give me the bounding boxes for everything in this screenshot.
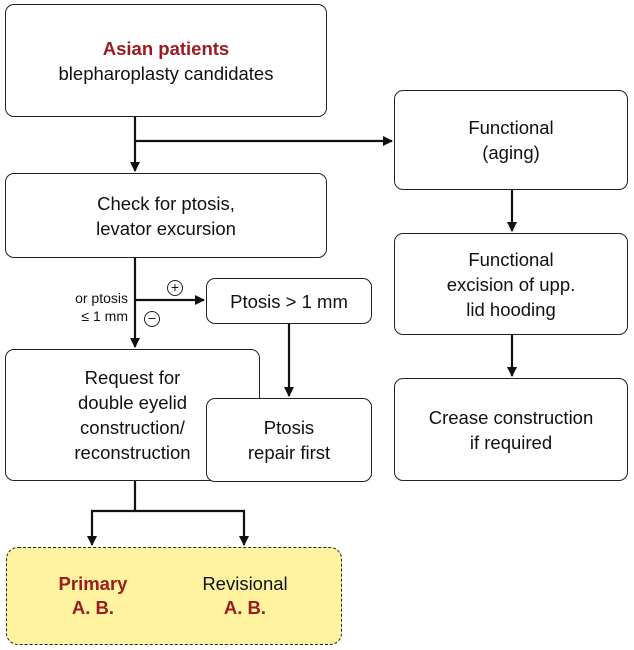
- result-box: Primary A. B. Revisional A. B.: [6, 547, 342, 645]
- node-crease-line2: if required: [469, 431, 553, 453]
- node-ptosis-repair: Ptosis repair first: [206, 398, 372, 482]
- node-request-line1: Request for: [84, 367, 181, 388]
- result-primary-line2: A. B.: [71, 597, 115, 618]
- minus-sign: −: [144, 311, 160, 327]
- node-functional-excision: Functional excision of upp. lid hooding: [394, 233, 628, 335]
- node-excision-line3: lid hooding: [466, 298, 556, 320]
- node-excision-line2: excision of upp.: [446, 273, 576, 295]
- edge-label-line1: or ptosis: [75, 290, 128, 306]
- node-functional-aging: Functional (aging): [394, 90, 628, 190]
- node-request-line4: reconstruction: [74, 442, 191, 463]
- result-revisional-line2: A. B.: [223, 597, 267, 618]
- node-crease-construction: Crease construction if required: [394, 378, 628, 481]
- result-revisional-line1: Revisional: [202, 573, 288, 594]
- connector-request-split: [87, 481, 137, 546]
- result-revisional: Revisional A. B.: [165, 548, 325, 644]
- result-primary-line1: Primary: [58, 573, 128, 594]
- node-crease-line1: Crease construction: [428, 406, 594, 428]
- node-ptosis-gt-label: Ptosis > 1 mm: [230, 290, 348, 312]
- node-ptosis-gt-1mm: Ptosis > 1 mm: [206, 278, 372, 324]
- node-functional-line2: (aging): [482, 142, 540, 163]
- edge-label-line2: ≤ 1 mm: [81, 308, 128, 324]
- node-check-line1: Check for ptosis,: [97, 192, 235, 214]
- node-check-line2: levator excursion: [96, 217, 236, 239]
- node-asian-patients-title: Asian patients: [102, 37, 230, 59]
- node-ptosis-repair-line1: Ptosis: [263, 417, 315, 438]
- node-request-line2: double eyelid: [77, 392, 188, 413]
- connector-request-split-right: [135, 509, 249, 546]
- result-primary: Primary A. B.: [7, 548, 179, 644]
- node-excision-line1: Functional: [468, 248, 554, 270]
- plus-sign: +: [167, 280, 183, 296]
- node-asian-patients: Asian patients blepharoplasty candidates: [5, 4, 327, 117]
- edge-label-ptosis-le-1mm: or ptosis ≤ 1 mm: [40, 289, 128, 325]
- node-ptosis-repair-line2: repair first: [247, 442, 331, 463]
- node-asian-patients-subtitle: blepharoplasty candidates: [58, 62, 274, 84]
- node-check-ptosis: Check for ptosis, levator excursion: [5, 173, 327, 258]
- node-request-line3: construction/: [80, 417, 185, 438]
- node-functional-line1: Functional: [468, 117, 554, 138]
